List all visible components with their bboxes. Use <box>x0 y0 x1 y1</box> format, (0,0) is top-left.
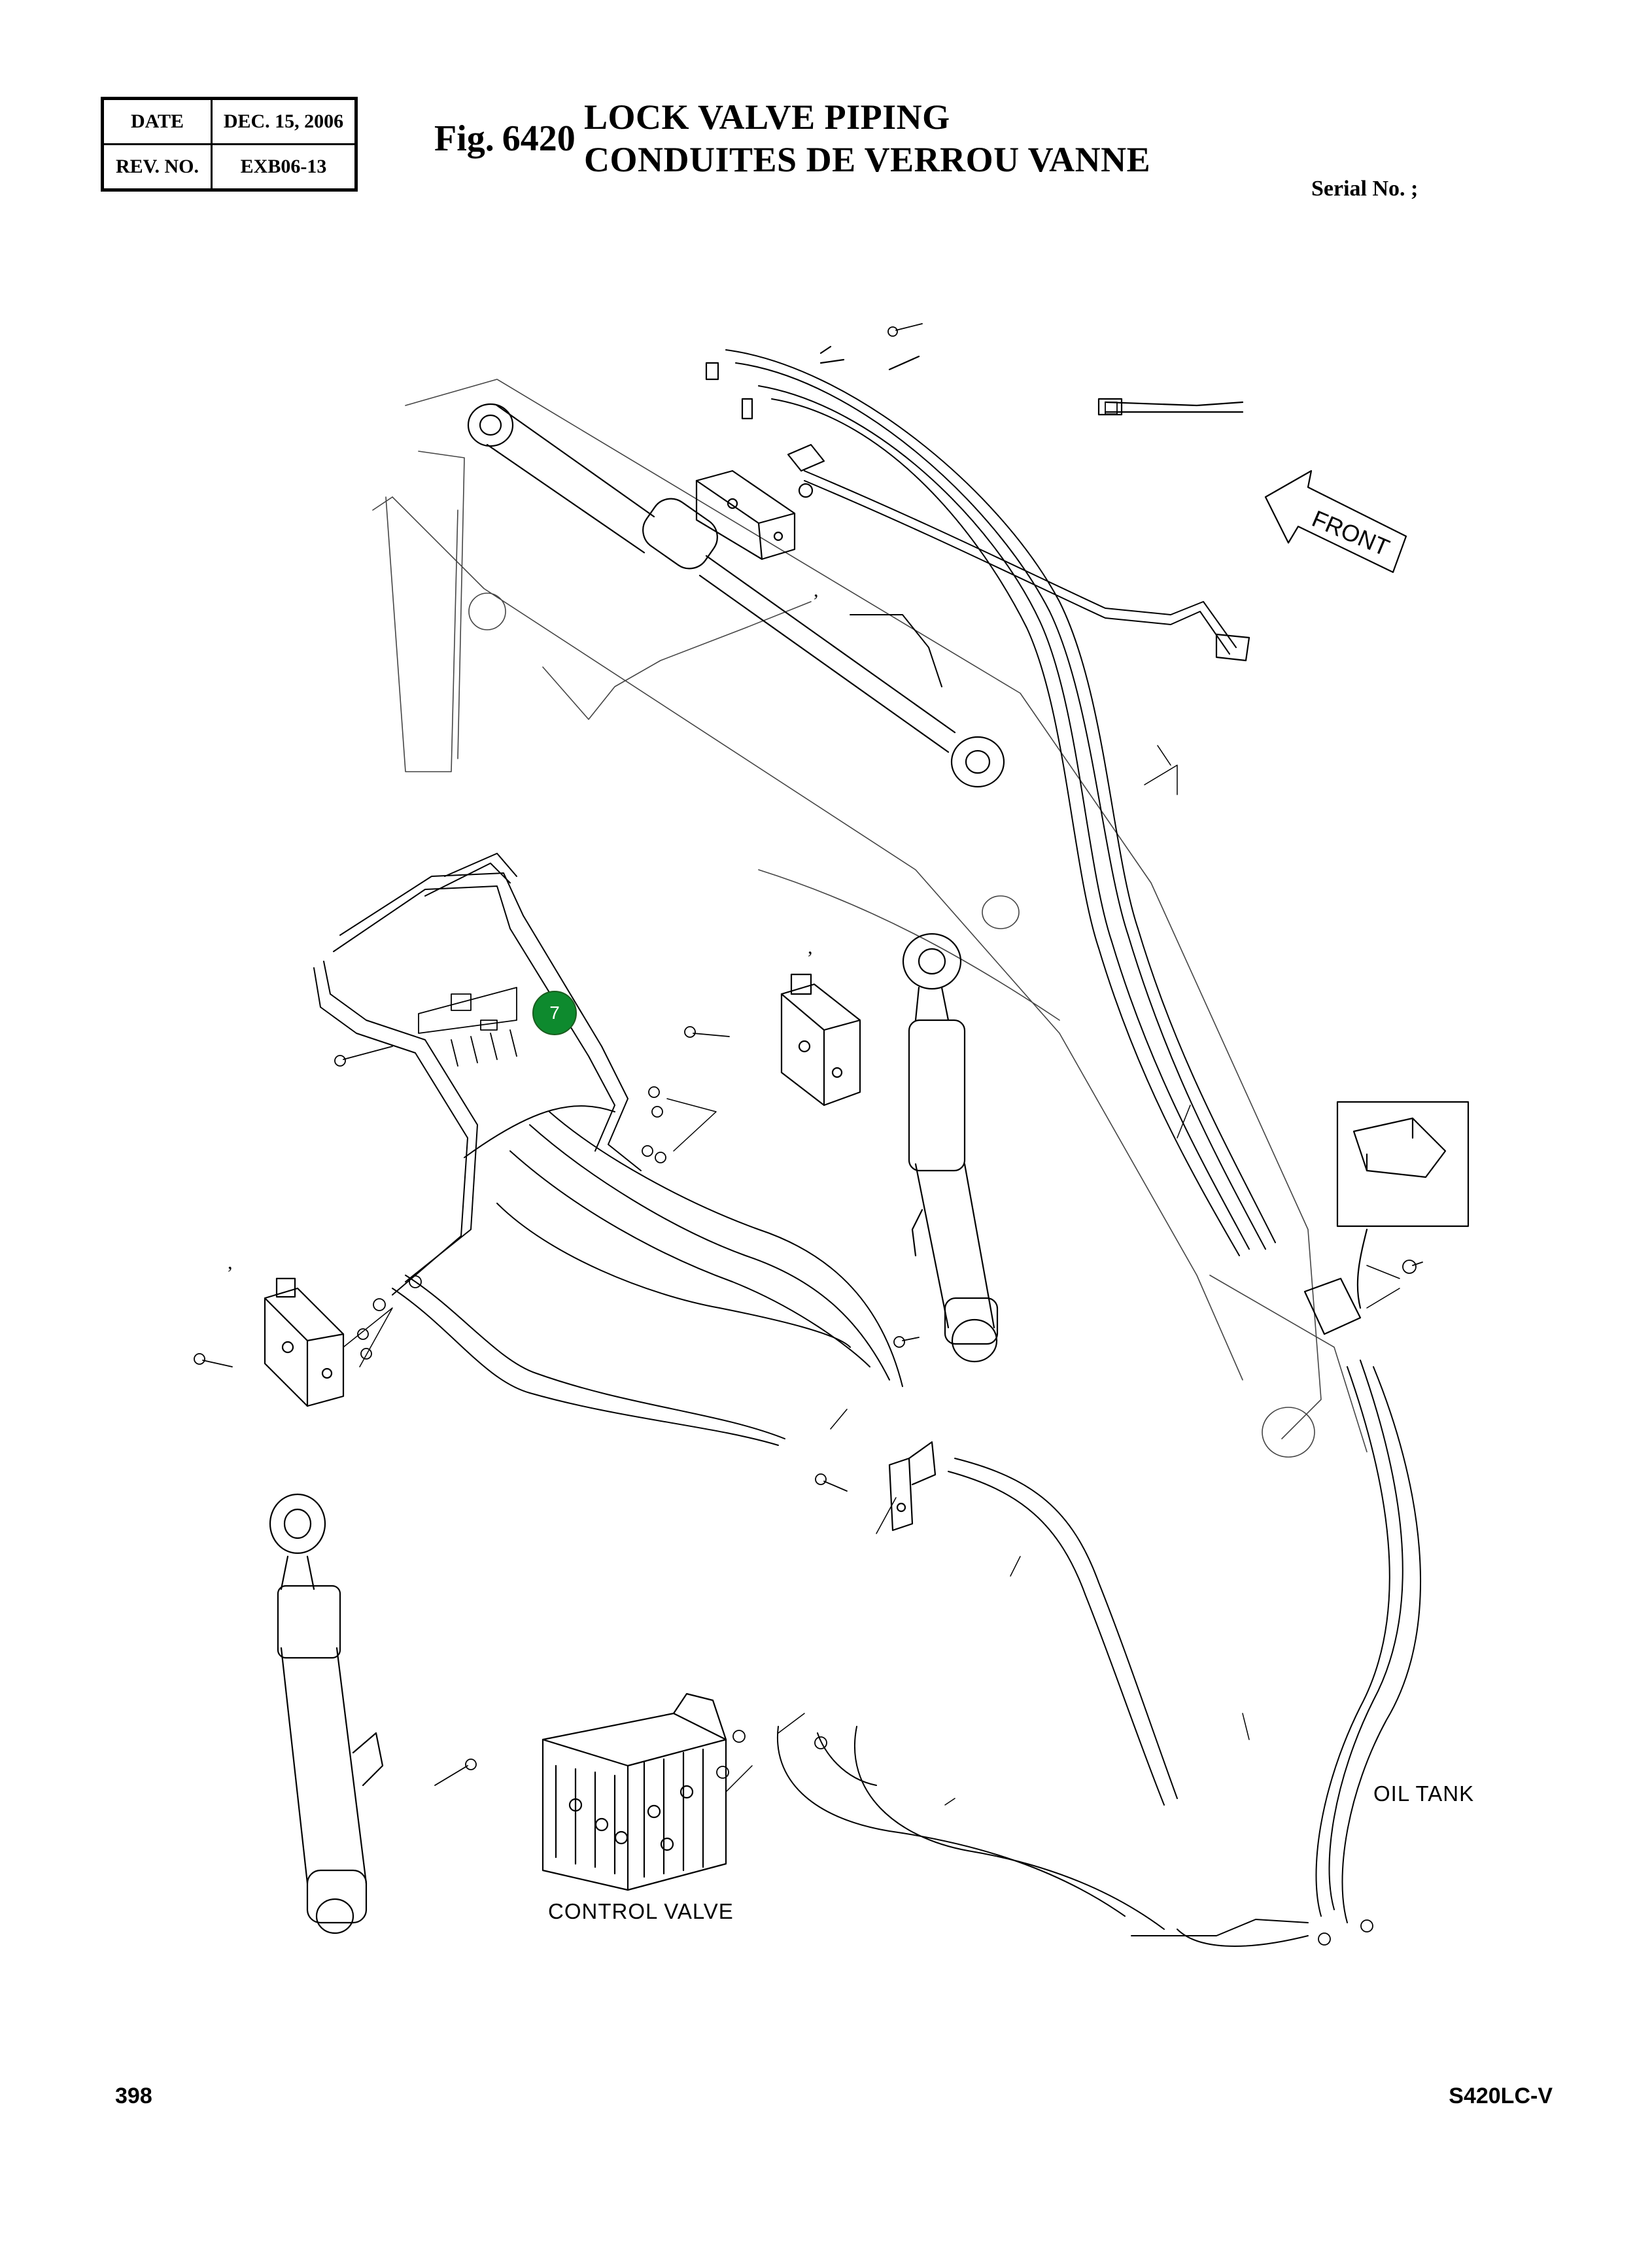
upper-hoses <box>726 350 1275 1256</box>
small-fittings <box>194 324 1422 1945</box>
boom-outline <box>373 379 1367 1457</box>
serial-number-label: Serial No. ; <box>1311 177 1419 201</box>
upper-lock-valve <box>697 347 919 559</box>
tick-mark-3: , <box>228 1252 233 1273</box>
front-arrow-label: FRONT <box>1308 505 1393 561</box>
page-number: 398 <box>115 2084 152 2108</box>
page-title-english: LOCK VALVE PIPING <box>584 97 950 137</box>
left-lock-valve <box>265 1279 343 1406</box>
boom-cylinder <box>903 934 997 1362</box>
hose-clip <box>1099 399 1249 661</box>
page-title-french: CONDUITES DE VERROU VANNE <box>584 140 1151 179</box>
figure-label: Fig.6420 <box>434 118 576 160</box>
rev-no-label: REV. NO. <box>101 143 213 191</box>
tick-marks: , , , <box>228 579 819 1273</box>
detail-inset <box>1305 1102 1468 1334</box>
arm-cylinder <box>468 404 1004 787</box>
bucket-cylinder <box>270 1494 383 1933</box>
hose-bracket <box>889 1442 935 1530</box>
middle-hose-bundle <box>314 853 903 1445</box>
front-direction-arrow: FRONT <box>1265 471 1406 572</box>
tick-mark-1: , <box>808 936 813 958</box>
callout-bubble[interactable]: 7 <box>532 991 577 1035</box>
lower-hoses <box>778 1360 1420 1946</box>
middle-lock-valve <box>782 974 860 1105</box>
leader-lines <box>343 746 1400 1805</box>
control-valve-block <box>543 1694 726 1890</box>
figure-number: 6420 <box>502 118 576 159</box>
tick-mark-2: , <box>814 579 819 601</box>
rev-no-value: EXB06-13 <box>211 143 357 191</box>
revision-table: DATE DEC. 15, 2006 REV. NO. EXB06-13 <box>101 97 358 192</box>
figure-prefix: Fig. <box>434 118 494 159</box>
date-label: DATE <box>101 97 213 145</box>
model-number: S420LC-V <box>1449 2084 1553 2108</box>
control-valve-label: CONTROL VALVE <box>548 1899 734 1923</box>
date-value: DEC. 15, 2006 <box>211 97 357 145</box>
oil-tank-label: OIL TANK <box>1373 1781 1475 1806</box>
